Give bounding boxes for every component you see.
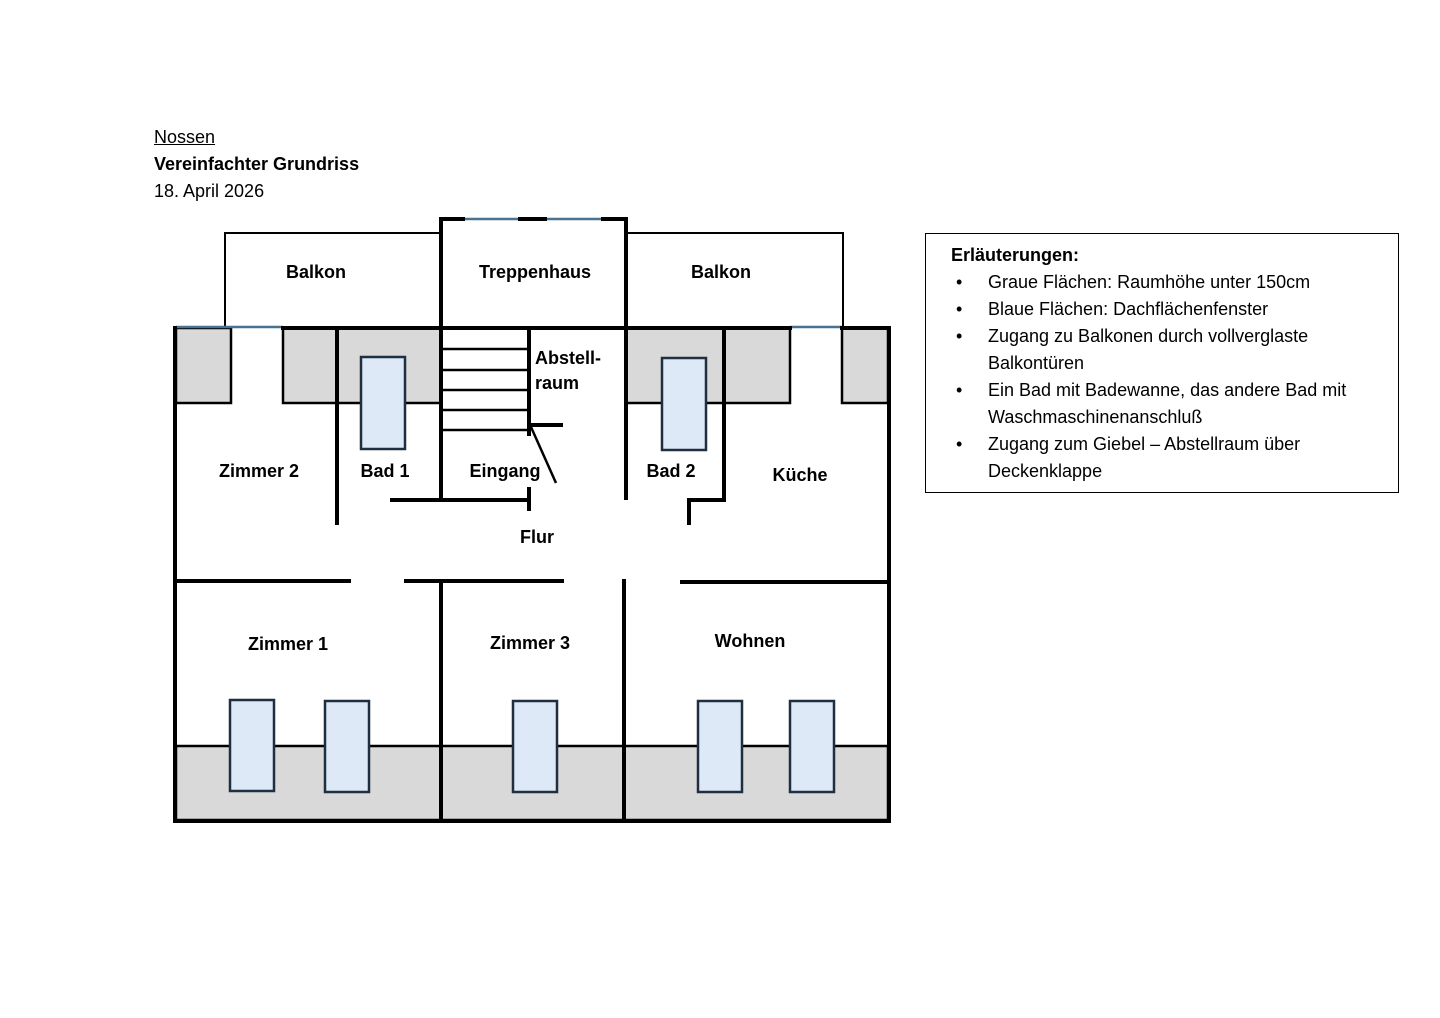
legend-title: Erläuterungen: [951, 245, 1080, 265]
skylight-bad1 [359, 355, 407, 451]
grey-area-top-4 [840, 326, 890, 405]
skylights [228, 355, 836, 794]
bullet-icon: • [956, 380, 963, 400]
skylight-bad2 [660, 356, 708, 452]
date-label: 18. April 2026 [154, 181, 265, 201]
skylight-zimmer3 [511, 699, 559, 794]
label-balkon-left: Balkon [286, 262, 346, 282]
grey-area-top-1 [174, 326, 233, 405]
location-label: Nossen [154, 127, 216, 147]
skylight-zimmer1-left [228, 698, 276, 793]
legend-item: • Blaue Flächen: Dachflächenfenster [951, 296, 1384, 323]
legend-item: • Zugang zum Giebel – Abstellraum über De… [951, 431, 1384, 485]
legend-item-text: Zugang zu Balkonen durch vollverglaste B… [988, 326, 1309, 373]
label-zimmer2: Zimmer 2 [219, 461, 299, 481]
label-flur: Flur [520, 527, 554, 547]
page-title: Vereinfachter Grundriss [154, 154, 360, 174]
legend-item: • Zugang zu Balkonen durch vollverglaste … [951, 323, 1384, 377]
bullet-icon: • [956, 326, 963, 346]
legend-list: • Graue Flächen: Raumhöhe unter 150cm • Bl… [951, 269, 1384, 485]
balcony-right-outline [626, 232, 844, 328]
legend-box: Erläuterungen: • Graue Flächen: Raumhöhe … [925, 233, 1399, 493]
bullet-icon: • [956, 272, 963, 292]
bullet-icon: • [956, 299, 963, 319]
label-eingang: Eingang [470, 461, 541, 481]
grey-area-top-3 [624, 326, 792, 405]
label-abstellraum-1: Abstell- [535, 348, 601, 368]
wall-stair-tower-right [601, 217, 628, 500]
legend-item: • Ein Bad mit Badewanne, das andere Bad m… [951, 377, 1384, 431]
wall-stair-tower-left [439, 217, 465, 500]
balcony-left-outline [224, 232, 441, 328]
glazing [176, 217, 842, 329]
skylight-wohnen-right [788, 699, 836, 794]
room-labels: Balkon Treppenhaus Balkon Abstell- raum … [219, 262, 828, 654]
label-balkon-right: Balkon [691, 262, 751, 282]
label-bad2: Bad 2 [646, 461, 695, 481]
document-header: Nossen Vereinfachter Grundriss 18. April… [154, 124, 359, 205]
label-kueche: Küche [772, 465, 827, 485]
label-treppenhaus: Treppenhaus [479, 262, 591, 282]
legend-item-text: Blaue Flächen: Dachflächenfenster [988, 299, 1269, 319]
label-zimmer3: Zimmer 3 [490, 633, 570, 653]
bullet-icon: • [956, 434, 963, 454]
label-abstellraum-2: raum [535, 373, 579, 393]
label-bad1: Bad 1 [360, 461, 409, 481]
balcony-outlines [224, 232, 844, 328]
legend-item-text: Ein Bad mit Badewanne, das andere Bad mi… [988, 380, 1347, 427]
legend-item-text: Graue Flächen: Raumhöhe unter 150cm [988, 272, 1311, 292]
entrance-door [529, 426, 558, 484]
walls [173, 217, 891, 823]
skylight-zimmer1-right [323, 699, 371, 794]
label-wohnen: Wohnen [715, 631, 786, 651]
legend-item-text: Zugang zum Giebel – Abstellraum über Dec… [988, 434, 1301, 481]
label-zimmer1: Zimmer 1 [248, 634, 328, 654]
skylight-wohnen-left [696, 699, 744, 794]
staircase [443, 347, 529, 432]
legend-item: • Graue Flächen: Raumhöhe unter 150cm [951, 269, 1384, 296]
